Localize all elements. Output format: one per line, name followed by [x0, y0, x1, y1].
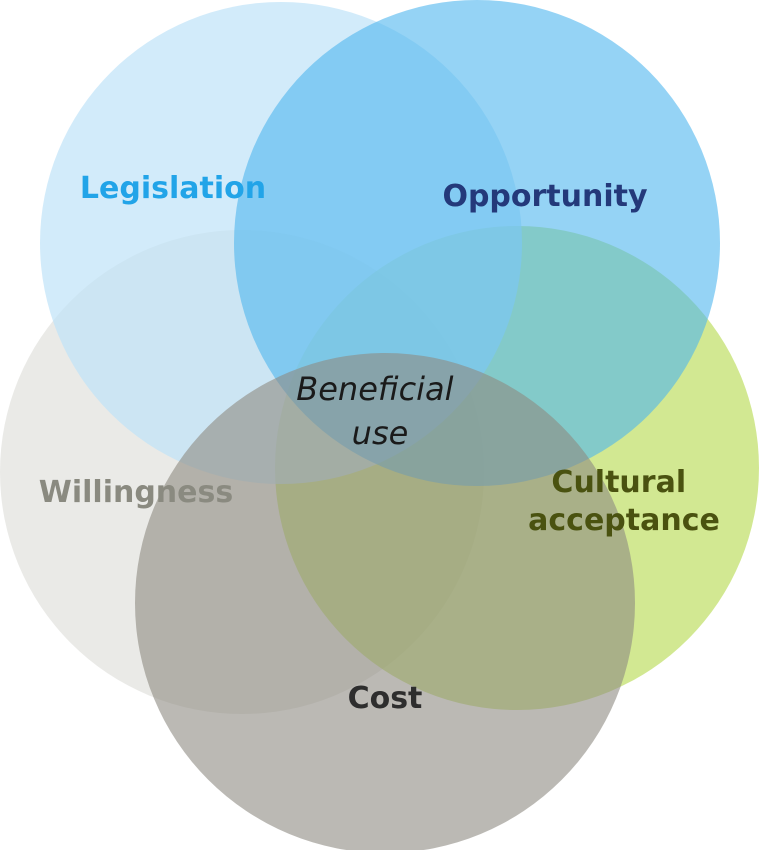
label-cultural-acceptance: Cultural acceptance [528, 465, 720, 538]
label-opportunity-line: Opportunity [442, 179, 648, 214]
center-label-beneficial-use: Beneficial use [296, 370, 463, 452]
label-cultural-acceptance-line-1: Cultural [551, 465, 686, 500]
label-cost: Cost [348, 681, 423, 716]
center-label-line-1: Beneficial [296, 370, 453, 408]
center-label-line-2: use [352, 414, 409, 452]
label-cultural-acceptance-line-2: acceptance [528, 503, 720, 538]
label-legislation: Legislation [80, 171, 266, 206]
circle-cost [135, 353, 635, 850]
label-cost-line: Cost [348, 681, 423, 716]
label-opportunity: Opportunity [442, 179, 648, 214]
label-willingness-line: Willingness [39, 475, 233, 510]
label-legislation-line: Legislation [80, 171, 266, 206]
label-willingness: Willingness [39, 475, 233, 510]
